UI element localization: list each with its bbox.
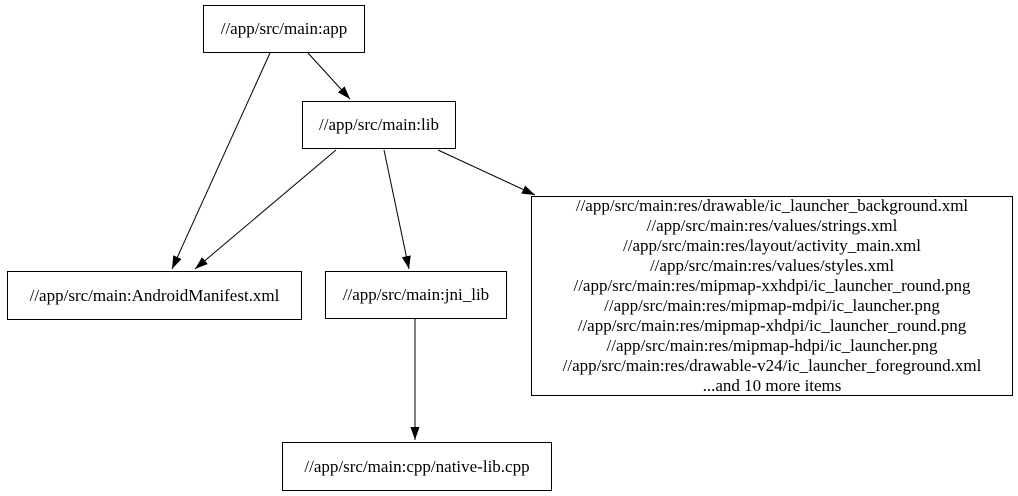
- node-lib-label: //app/src/main:lib: [319, 115, 439, 134]
- edge-lib-to-manifest: [194, 149, 337, 270]
- node-app-label: //app/src/main:app: [220, 19, 348, 38]
- edge-app-to-lib: [307, 52, 351, 100]
- edge-lib-to-jni-lib: [383, 149, 411, 270]
- node-res-line: //app/src/main:res/values/strings.xml: [646, 216, 898, 235]
- node-res-more-items: ...and 10 more items: [702, 376, 842, 395]
- node-native-lib-cpp: //app/src/main:cpp/native-lib.cpp: [282, 442, 552, 491]
- node-res-line: //app/src/main:res/drawable/ic_launcher_…: [575, 196, 969, 215]
- node-res-line: //app/src/main:res/drawable-v24/ic_launc…: [562, 356, 982, 375]
- node-jni-lib-label: //app/src/main:jni_lib: [342, 285, 490, 304]
- node-res-line: //app/src/main:res/values/styles.xml: [649, 256, 895, 275]
- node-android-manifest: //app/src/main:AndroidManifest.xml: [7, 271, 302, 320]
- node-res-line: //app/src/main:res/mipmap-mdpi/ic_launch…: [604, 296, 940, 315]
- edge-lib-to-res: [437, 149, 536, 196]
- node-res-group: //app/src/main:res/drawable/ic_launcher_…: [531, 196, 1013, 396]
- node-android-manifest-label: //app/src/main:AndroidManifest.xml: [29, 285, 280, 305]
- edge-app-to-manifest: [171, 52, 271, 270]
- node-res-line: //app/src/main:res/layout/activity_main.…: [623, 236, 921, 255]
- node-lib: //app/src/main:lib: [302, 101, 456, 149]
- node-native-lib-cpp-label: //app/src/main:cpp/native-lib.cpp: [304, 456, 530, 476]
- node-app: //app/src/main:app: [203, 5, 365, 53]
- node-res-line: //app/src/main:res/mipmap-hdpi/ic_launch…: [606, 336, 938, 355]
- node-jni-lib: //app/src/main:jni_lib: [325, 271, 507, 319]
- node-res-line: //app/src/main:res/mipmap-xxhdpi/ic_laun…: [573, 276, 971, 295]
- node-res-line: //app/src/main:res/mipmap-xhdpi/ic_launc…: [577, 316, 967, 335]
